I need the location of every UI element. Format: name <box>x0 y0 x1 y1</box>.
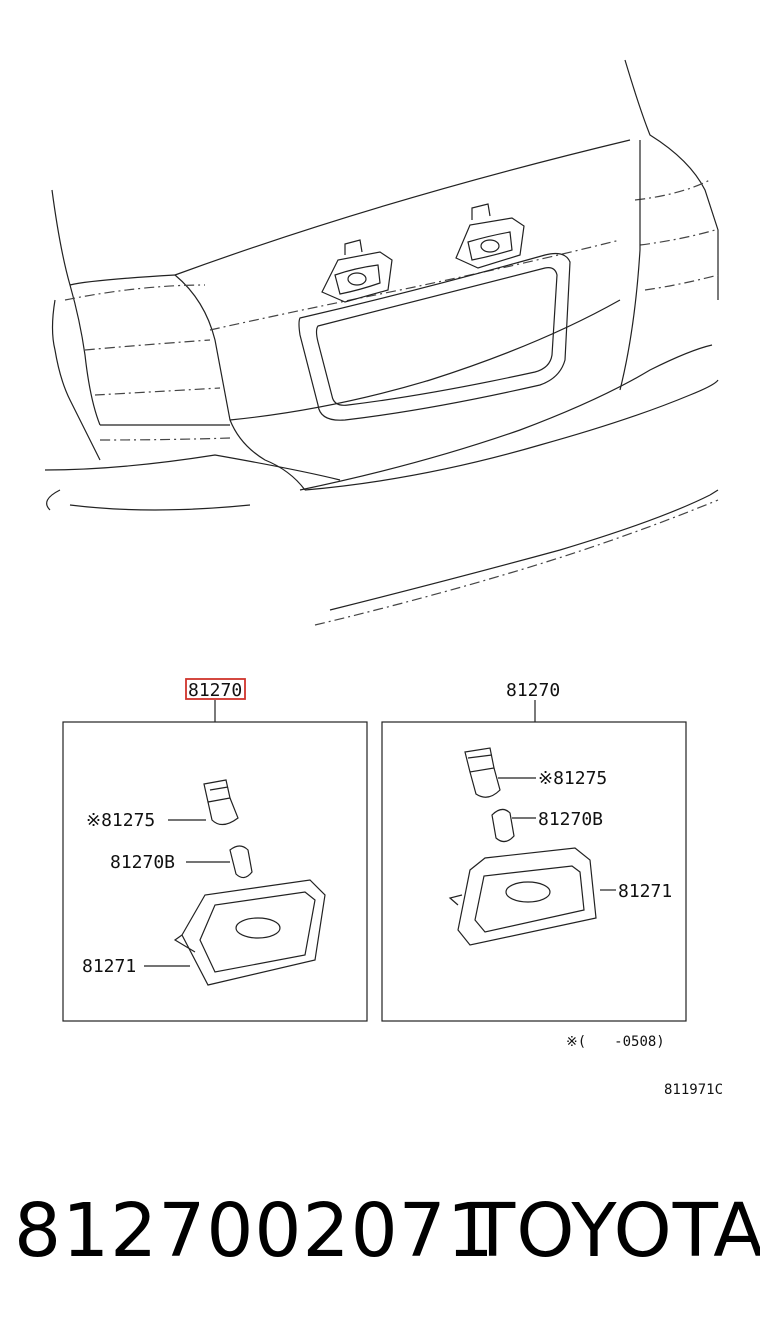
brand-name: TOYOTA <box>470 1188 760 1274</box>
right-exploded-box: 81270 ※81275 81270B 81271 <box>381 680 687 1022</box>
drawing-code: 811971C <box>664 1082 723 1098</box>
part-footer: 8127002071 TOYOTA <box>0 1188 760 1278</box>
part-number: 8127002071 <box>14 1188 495 1274</box>
right-box-title[interactable]: 81270 <box>506 680 560 701</box>
left-housing-label[interactable]: 81271 <box>82 956 136 977</box>
left-socket-label[interactable]: ※81275 <box>86 810 155 831</box>
lamp-housing-icon <box>173 879 326 986</box>
right-socket-label[interactable]: ※81275 <box>538 768 607 789</box>
right-housing-label[interactable]: 81271 <box>618 881 672 902</box>
vehicle-rear-illustration <box>44 59 719 626</box>
vehicle-lamp-left <box>321 239 393 303</box>
left-bulb-label[interactable]: 81270B <box>110 852 175 873</box>
left-exploded-box: 81270 ※81275 81270B 81271 <box>62 678 368 1022</box>
highlight-box <box>185 678 246 700</box>
lamp-housing-icon <box>448 847 597 946</box>
socket-icon <box>464 747 501 798</box>
left-box-title[interactable]: 81270 <box>188 680 242 701</box>
right-bulb-label[interactable]: 81270B <box>538 809 603 830</box>
vehicle-lamp-right <box>455 203 525 269</box>
bulb-icon <box>491 808 515 843</box>
applicability-note: ※( -0508) <box>566 1034 665 1050</box>
socket-icon <box>203 779 239 826</box>
bulb-icon <box>229 845 253 879</box>
